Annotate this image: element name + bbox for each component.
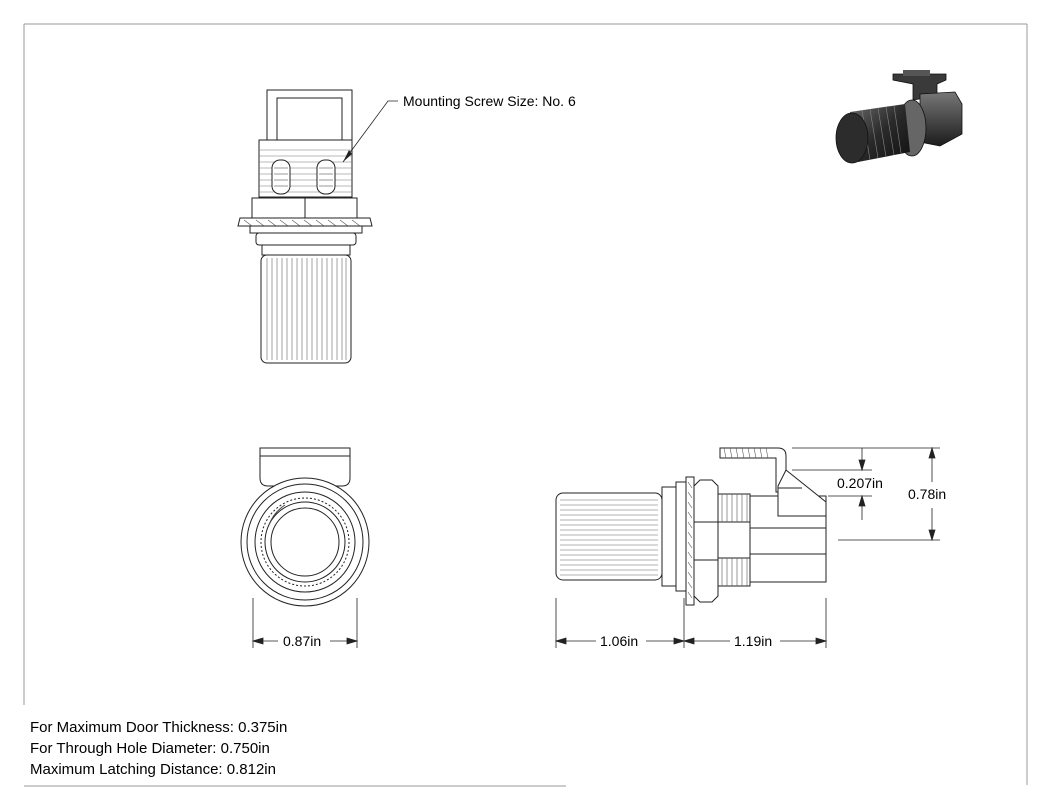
isometric-view xyxy=(835,70,963,164)
note-hole-diameter: For Through Hole Diameter: 0.750in xyxy=(30,740,270,757)
side-height-dimensions xyxy=(792,446,940,542)
note-door-thickness: For Maximum Door Thickness: 0.375in xyxy=(30,719,288,736)
top-view-knurl xyxy=(266,258,347,360)
overall-height-label: 0.78in xyxy=(908,486,946,502)
side-view-knurl xyxy=(560,499,658,576)
latch-offset-label: 0.207in xyxy=(837,475,883,491)
screw-size-callout: Mounting Screw Size: No. 6 xyxy=(342,93,576,163)
sheet-border xyxy=(23,23,1028,787)
front-view xyxy=(240,447,370,607)
note-latching-distance: Maximum Latching Distance: 0.812in xyxy=(30,761,276,778)
top-view xyxy=(237,89,373,364)
front-width-label: 0.87in xyxy=(283,633,321,649)
side-view xyxy=(555,447,827,606)
top-view-ribbing xyxy=(259,149,352,193)
side-length-dimensions xyxy=(554,598,828,648)
knob-length-label: 1.06in xyxy=(600,633,638,649)
screw-size-label: Mounting Screw Size: No. 6 xyxy=(403,93,576,109)
front-width-dimension xyxy=(251,598,359,648)
body-length-label: 1.19in xyxy=(734,633,772,649)
